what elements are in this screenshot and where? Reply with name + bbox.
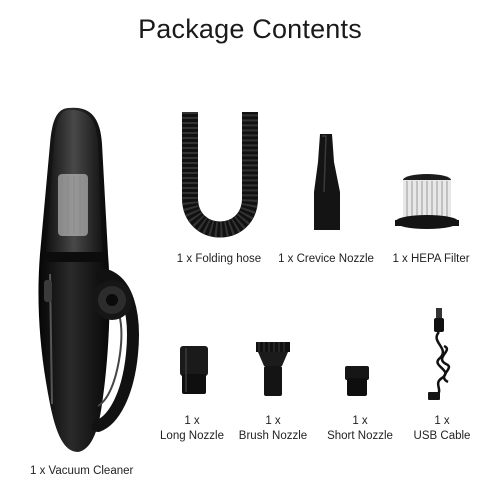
long-nozzle-image (180, 346, 208, 394)
short-nozzle-label: 1 x Short Nozzle (320, 414, 400, 444)
long-nozzle-qty: 1 x (184, 415, 200, 427)
usb-cable-qty: 1 x (434, 415, 450, 427)
crevice-nozzle-image (314, 134, 340, 230)
folding-hose-label: 1 x Folding hose (176, 253, 262, 265)
page-title: Package Contents (138, 14, 362, 44)
usb-cable-text: USB Cable (413, 430, 471, 442)
brush-nozzle-image (256, 342, 290, 396)
usb-cable-label: 1 x USB Cable (402, 414, 482, 444)
crevice-nozzle-label: 1 x Crevice Nozzle (278, 253, 374, 265)
folding-hose-image (182, 112, 258, 238)
usb-cable-image (428, 308, 451, 400)
brush-nozzle-qty: 1 x (265, 415, 281, 427)
hepa-filter-label: 1 x HEPA Filter (392, 253, 470, 265)
vacuum-cleaner-image (38, 107, 139, 453)
brush-nozzle-text: Brush Nozzle (238, 430, 308, 442)
brush-nozzle-label: 1 x Brush Nozzle (232, 414, 314, 444)
hepa-filter-image (395, 174, 459, 229)
short-nozzle-text: Short Nozzle (327, 430, 393, 442)
short-nozzle-image (345, 366, 369, 396)
vacuum-cleaner-label: 1 x Vacuum Cleaner (30, 465, 134, 477)
long-nozzle-label: 1 x Long Nozzle (150, 414, 234, 444)
short-nozzle-qty: 1 x (352, 415, 368, 427)
long-nozzle-text: Long Nozzle (160, 430, 224, 442)
